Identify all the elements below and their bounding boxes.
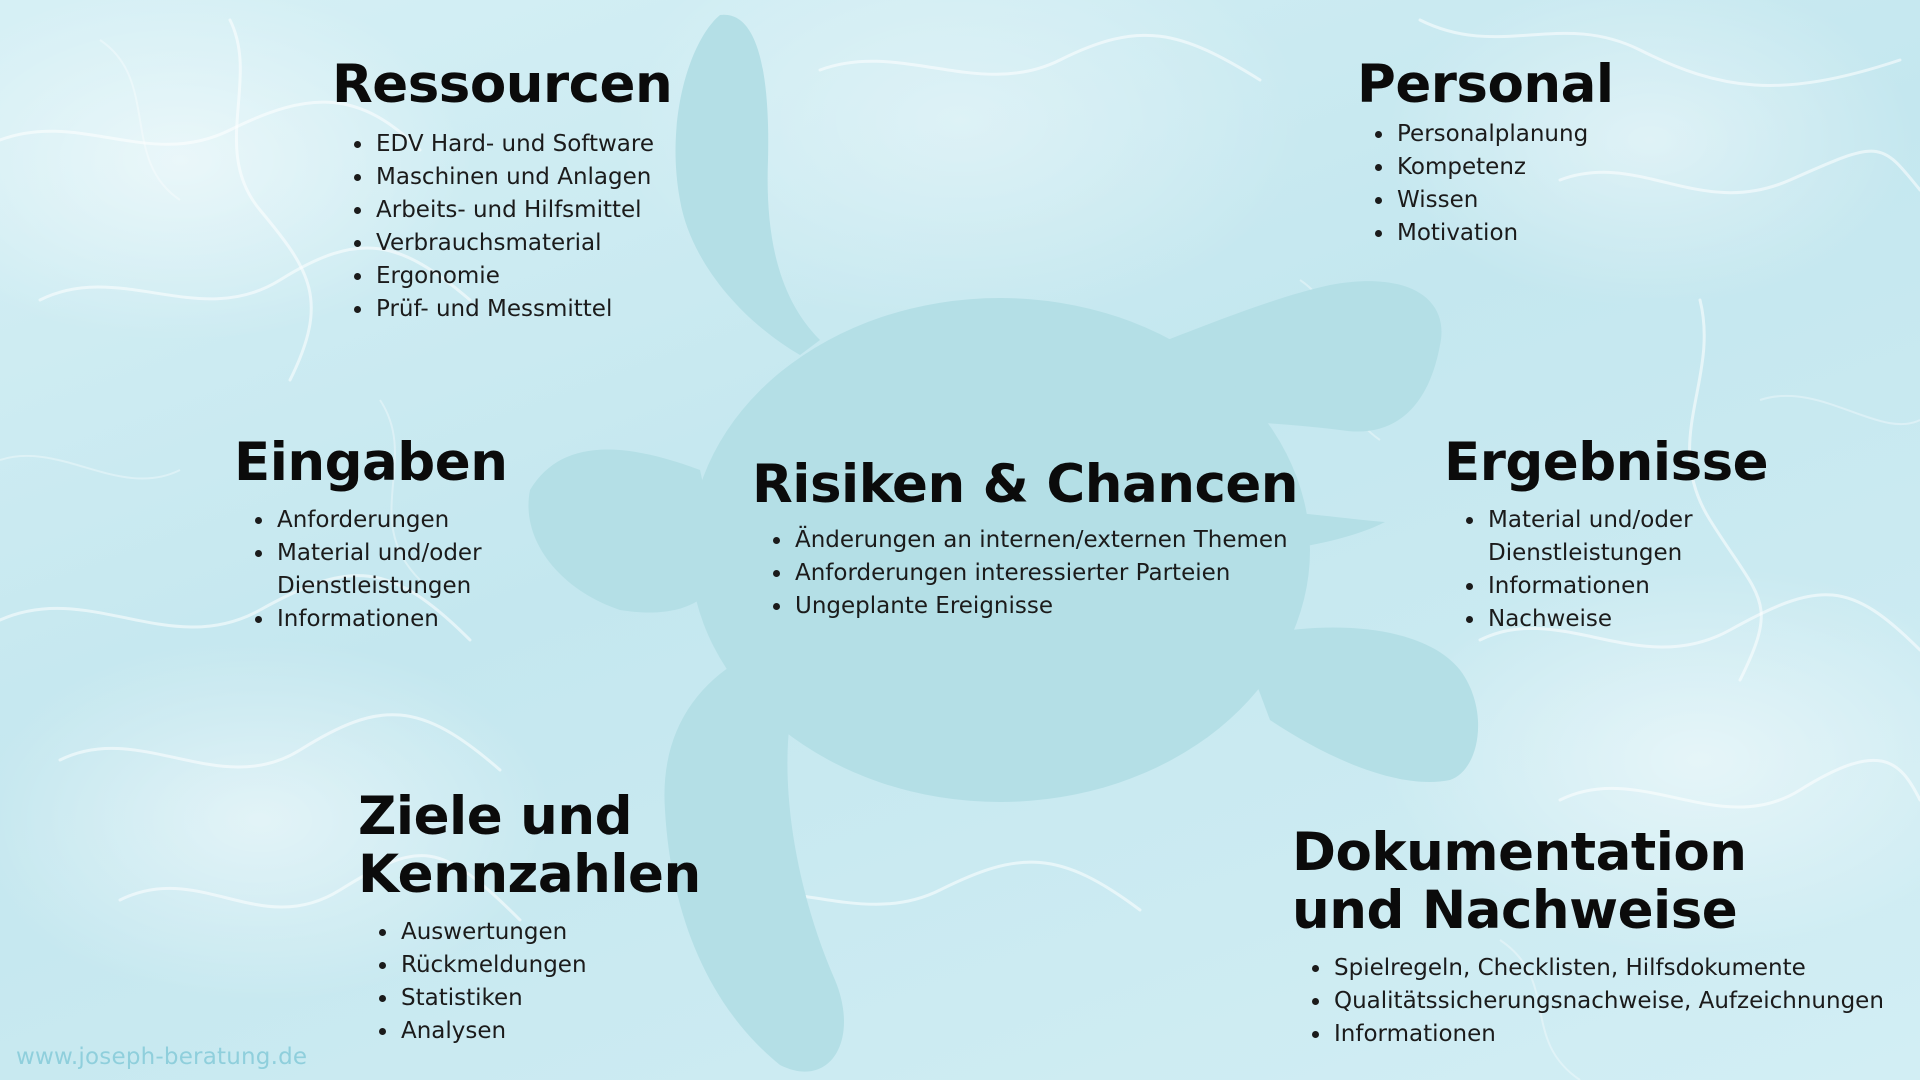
- list-item: Informationen: [1486, 570, 1746, 603]
- list-item: Statistiken: [399, 982, 698, 1015]
- list-item: Anforderungen interessierter Parteien: [793, 557, 1298, 590]
- list-item: Material und/oder Dienstleistungen: [275, 537, 535, 603]
- personal-list: Personalplanung Kompetenz Wissen Motivat…: [1357, 118, 1614, 250]
- section-eingaben: Eingaben Anforderungen Material und/oder…: [234, 434, 535, 636]
- list-item: Ungeplante Ereignisse: [793, 590, 1298, 623]
- eingaben-list: Anforderungen Material und/oder Dienstle…: [234, 504, 535, 636]
- list-item: Verbrauchsmaterial: [374, 227, 672, 260]
- list-item: EDV Hard- und Software: [374, 128, 672, 161]
- website-url: www.joseph-beratung.de: [16, 1044, 308, 1070]
- list-item: Auswertungen: [399, 916, 698, 949]
- section-ergebnisse: Ergebnisse Material und/oder Dienstleist…: [1444, 432, 1769, 636]
- list-item: Personalplanung: [1395, 118, 1614, 151]
- list-item: Motivation: [1395, 217, 1614, 250]
- section-title-ergebnisse: Ergebnisse: [1444, 432, 1769, 493]
- section-title-dokumentation-nachweise: Dokumentation und Nachweise: [1292, 822, 1747, 941]
- list-item: Maschinen und Anlagen: [374, 161, 672, 194]
- section-title-ziele-kennzahlen: Ziele und Kennzahlen: [358, 786, 701, 905]
- section-title-ressourcen: Ressourcen: [332, 54, 673, 115]
- section-ziele-kennzahlen: Ziele und Kennzahlen Auswertungen Rückme…: [358, 786, 701, 1048]
- section-ressourcen: Ressourcen EDV Hard- und Software Maschi…: [332, 54, 673, 326]
- list-item: Arbeits- und Hilfsmittel: [374, 194, 672, 227]
- list-item: Rückmeldungen: [399, 949, 698, 982]
- section-risiken-chancen: Risiken & Chancen Änderungen an internen…: [752, 454, 1299, 623]
- list-item: Informationen: [275, 603, 535, 636]
- list-item: Ergonomie: [374, 260, 672, 293]
- section-title-eingaben: Eingaben: [234, 432, 508, 493]
- list-item: Spielregeln, Checklisten, Hilfsdokumente: [1332, 952, 1884, 985]
- list-item: Anforderungen: [275, 504, 535, 537]
- list-item: Material und/oder Dienstleistungen: [1486, 504, 1746, 570]
- ressourcen-list: EDV Hard- und Software Maschinen und Anl…: [332, 128, 672, 326]
- list-item: Nachweise: [1486, 603, 1746, 636]
- dokumentation-list: Spielregeln, Checklisten, Hilfsdokumente…: [1292, 952, 1884, 1051]
- list-item: Analysen: [399, 1015, 698, 1048]
- ziele-list: Auswertungen Rückmeldungen Statistiken A…: [358, 916, 698, 1048]
- section-title-risiken-chancen: Risiken & Chancen: [752, 454, 1299, 515]
- list-item: Kompetenz: [1395, 151, 1614, 184]
- section-dokumentation-nachweise: Dokumentation und Nachweise Spielregeln,…: [1292, 824, 1884, 1051]
- section-personal: Personal Personalplanung Kompetenz Wisse…: [1357, 56, 1614, 250]
- list-item: Qualitätssicherungsnachweise, Aufzeichnu…: [1332, 985, 1884, 1018]
- ergebnisse-list: Material und/oder Dienstleistungen Infor…: [1444, 504, 1746, 636]
- list-item: Wissen: [1395, 184, 1614, 217]
- risiken-list: Änderungen an internen/externen Themen A…: [752, 524, 1298, 623]
- list-item: Informationen: [1332, 1018, 1884, 1051]
- section-title-personal: Personal: [1357, 54, 1614, 115]
- list-item: Prüf- und Messmittel: [374, 293, 672, 326]
- list-item: Änderungen an internen/externen Themen: [793, 524, 1298, 557]
